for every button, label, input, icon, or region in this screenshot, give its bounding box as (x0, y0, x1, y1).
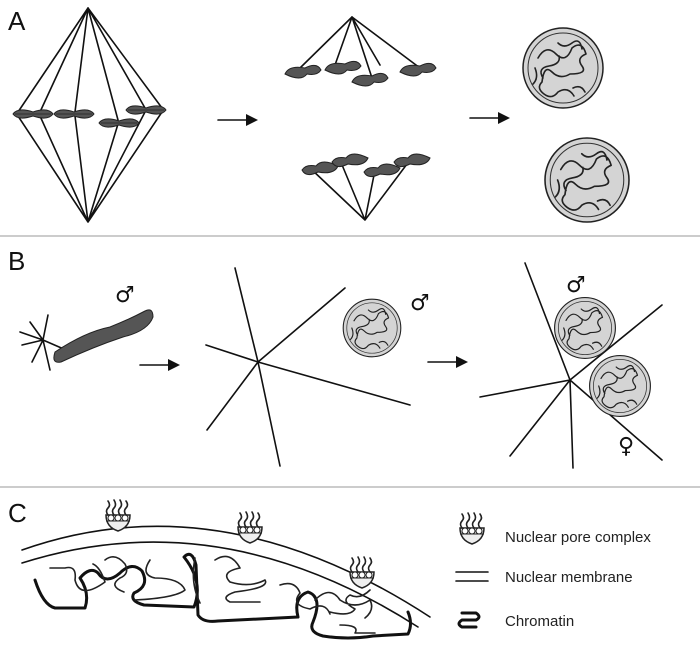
legend-item-chromatin: Chromatin (457, 611, 574, 630)
legend-label: Nuclear membrane (505, 569, 633, 586)
chromatin-icon (457, 611, 481, 629)
legend-label: Nuclear pore complex (505, 529, 651, 546)
sperm (19, 309, 154, 371)
nuclear-membrane-icon (455, 571, 489, 582)
panel-a: A (8, 6, 630, 223)
nuclear-pore-complex-icon (237, 511, 263, 544)
daughter-nucleus-2 (544, 137, 630, 223)
female-symbol: ♀ (618, 434, 634, 459)
arrow-a1 (217, 114, 258, 126)
male-symbol: ♂ (115, 283, 135, 308)
legend-label: Chromatin (505, 613, 574, 630)
nuclear-pore-complex-icon (105, 499, 131, 532)
metaphase-spindle (12, 7, 167, 223)
male-pronucleus (553, 296, 617, 360)
legend-item-nuclear-pore-complex: Nuclear pore complex (459, 512, 651, 546)
panel-c: C (8, 498, 431, 640)
zygote-aster (479, 262, 663, 469)
sperm-aster (205, 267, 411, 467)
panel-c-label: C (8, 498, 27, 528)
arrow-b1 (139, 359, 180, 371)
legend: Nuclear pore complex Nuclear membrane Ch… (455, 512, 651, 630)
male-symbol: ♂ (410, 291, 430, 316)
male-symbol: ♂ (566, 273, 586, 298)
panel-b: B ♂ ♂ ♂ ♀ (8, 246, 663, 469)
arrow-a2 (469, 112, 510, 124)
arrow-b2 (427, 356, 468, 368)
legend-item-nuclear-membrane: Nuclear membrane (455, 569, 633, 586)
nuclear-pore-complex-icon (349, 556, 375, 589)
nuclear-pore-complex-icon (459, 512, 485, 545)
panel-b-label: B (8, 246, 25, 276)
daughter-nucleus-1 (522, 27, 604, 109)
male-pronucleus (342, 298, 402, 358)
anaphase-spindle (284, 16, 437, 221)
nuclear-envelope (21, 525, 431, 628)
panel-a-label: A (8, 6, 26, 36)
chromatin-mass (33, 552, 412, 640)
female-pronucleus (588, 354, 652, 418)
